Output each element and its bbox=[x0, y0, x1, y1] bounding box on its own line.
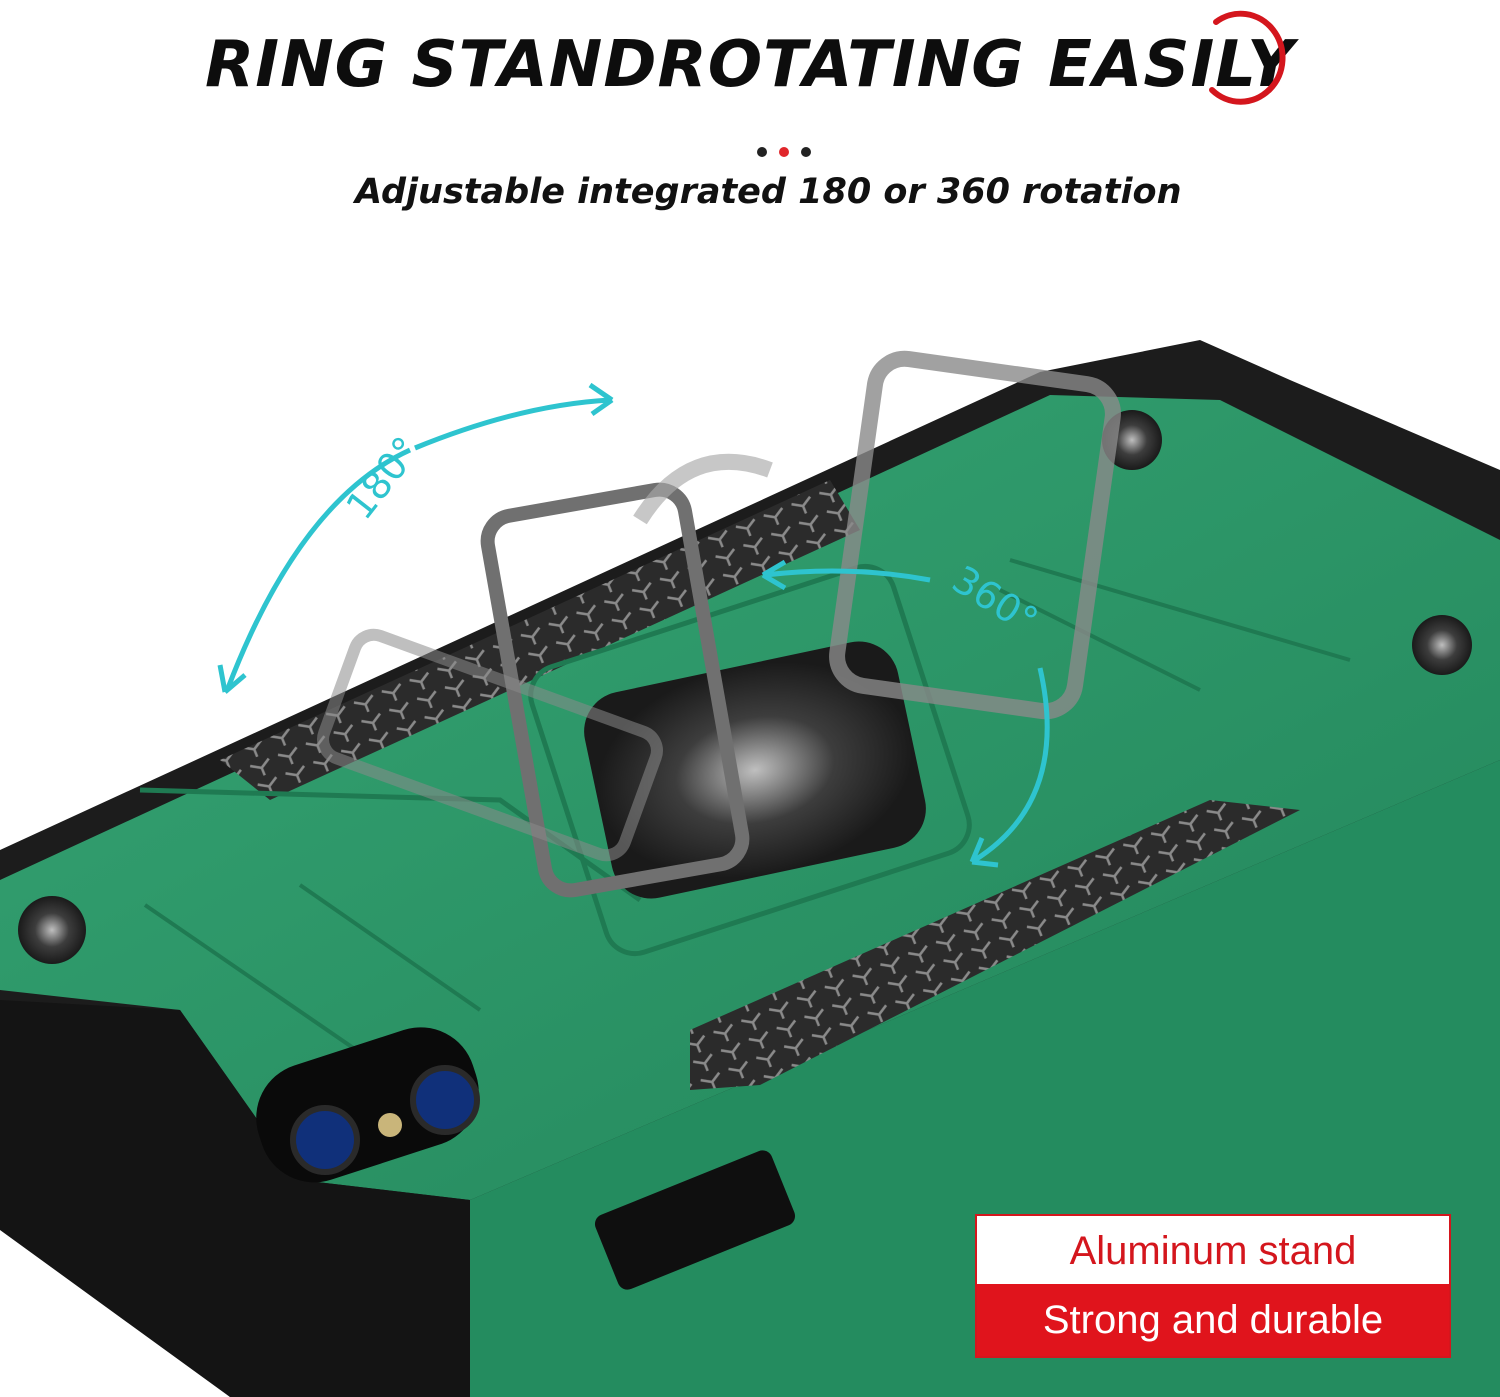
screw bbox=[18, 896, 86, 964]
camera-lens bbox=[410, 1065, 480, 1135]
headline: RING STANDROTATING EASILY bbox=[205, 28, 1295, 102]
ring-stand-disc bbox=[584, 641, 926, 899]
rotation-ring-icon bbox=[1209, 10, 1286, 105]
camera-lens bbox=[290, 1105, 360, 1175]
feature-subtitle: Strong and durable bbox=[977, 1284, 1449, 1356]
subheadline: Adjustable integrated 180 or 360 rotatio… bbox=[355, 172, 1182, 212]
grip-strip-lower bbox=[690, 800, 1300, 1090]
feature-box: Aluminum stand Strong and durable bbox=[975, 1214, 1451, 1358]
dot bbox=[779, 147, 789, 157]
rotation-arrow-360 bbox=[764, 568, 931, 583]
phone-case-illustration: 180° 360° bbox=[0, 340, 1500, 1397]
screw bbox=[1412, 615, 1472, 675]
dot bbox=[757, 147, 767, 157]
rotation-arrow-180 bbox=[225, 447, 412, 689]
ring-stand-ring bbox=[480, 482, 750, 898]
ring-stand-ring bbox=[829, 350, 1121, 720]
dot bbox=[801, 147, 811, 157]
angle-label-180: 180° bbox=[338, 428, 429, 527]
side-button bbox=[594, 1150, 796, 1290]
camera-flash bbox=[378, 1113, 402, 1137]
feature-title: Aluminum stand bbox=[1069, 1228, 1357, 1273]
decorative-dots bbox=[757, 147, 811, 157]
